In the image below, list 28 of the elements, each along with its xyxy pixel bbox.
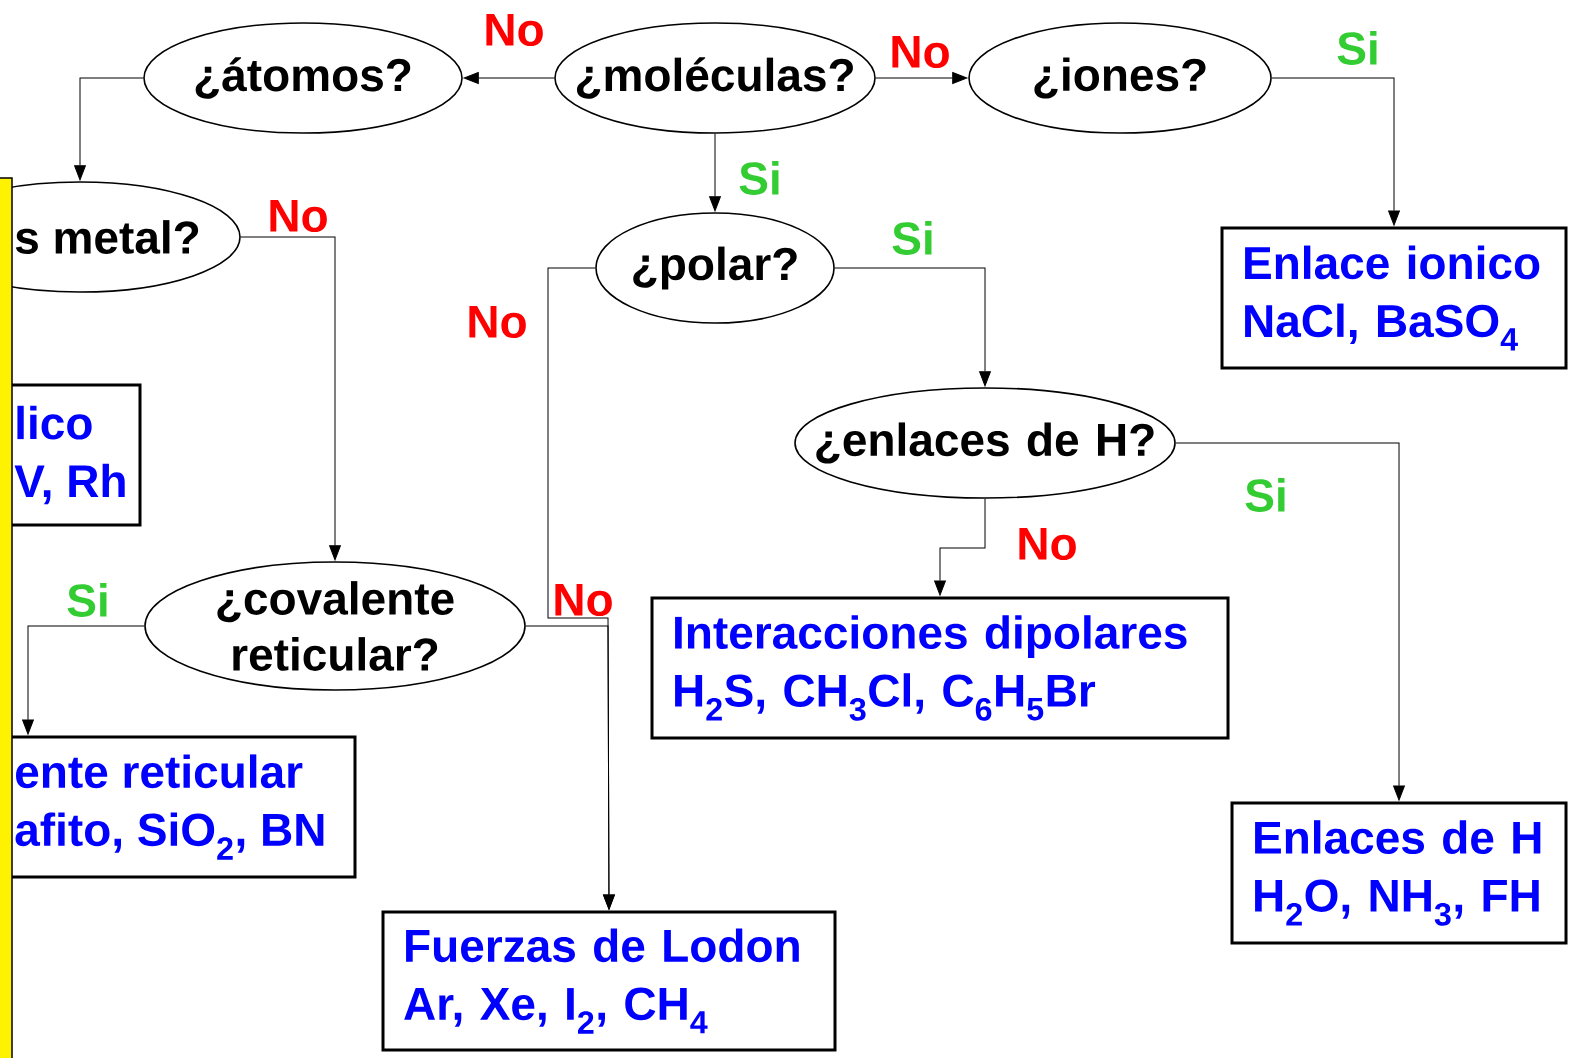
arrow [834,267,991,387]
arrow [240,236,341,561]
edge-label: No [482,12,546,48]
arrow [22,625,145,735]
arrow [463,72,555,84]
edge-label: No [266,198,330,234]
arrow [525,625,615,910]
edge-label: No [465,304,529,340]
arrow [1175,442,1405,801]
edge-label: Si [890,220,936,256]
edge-label: No [1015,526,1079,562]
arrow [709,133,721,212]
edge-label: Si [65,582,111,618]
edge-label: No [551,582,615,618]
edge-label: Si [1335,30,1381,66]
arrow [875,72,968,84]
edge-label: No [888,34,952,70]
result-box: lico V, Rh [0,383,142,527]
arrow [1271,77,1400,226]
arrow [74,77,144,181]
result-box: ente reticular afito, SiO$_{2}$, BN [0,735,357,879]
result-box: Interacciones dipolares H$_{2}$S, CH$_{3}$Cl, C$_{6}$H$_{5}$Br [650,596,1230,740]
edge-label: Si [737,160,783,196]
result-box: Fuerzas de Lodon Ar, Xe, I$_{2}$, CH$_{4}$ [381,910,837,1052]
result-box: Enlaces de H H$_{2}$O, NH$_{3}$, FH [1230,801,1568,945]
edge-label: Si [1243,477,1289,513]
result-box: Enlace ionico NaCl, BaSO$_{4}$ [1220,226,1568,370]
arrow [934,498,986,596]
